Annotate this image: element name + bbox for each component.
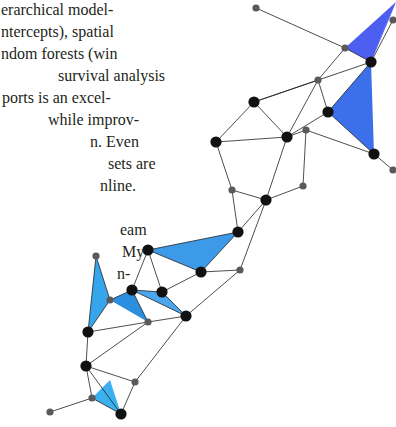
network-link bbox=[287, 80, 318, 137]
network-link bbox=[50, 398, 92, 412]
network-node-large bbox=[80, 360, 91, 371]
network-node-large bbox=[248, 96, 259, 107]
network-link bbox=[328, 112, 374, 154]
body-text-line: while improv- bbox=[48, 110, 139, 130]
network-node-small bbox=[92, 252, 99, 259]
illustration-layer bbox=[46, 4, 396, 419]
network-link bbox=[287, 112, 328, 137]
network-node-large bbox=[322, 106, 333, 117]
network-link bbox=[86, 322, 148, 366]
network-link bbox=[148, 250, 162, 292]
network-link bbox=[216, 137, 287, 142]
network-node-large bbox=[156, 286, 167, 297]
network-link bbox=[86, 366, 135, 382]
blue-facet bbox=[92, 380, 121, 414]
network-node-small bbox=[106, 296, 113, 303]
network-link bbox=[186, 270, 240, 316]
network-link bbox=[328, 62, 371, 112]
network-node-large bbox=[195, 266, 206, 277]
body-text-line: eam bbox=[120, 220, 147, 240]
network-link bbox=[256, 8, 345, 48]
network-node-large bbox=[232, 226, 243, 237]
body-text-line: sets are bbox=[108, 154, 156, 174]
network-node-small bbox=[131, 378, 138, 385]
network-link bbox=[238, 200, 266, 232]
network-link bbox=[216, 142, 232, 190]
network-link bbox=[254, 102, 287, 137]
blue-facet bbox=[148, 232, 238, 272]
blue-facet bbox=[345, 2, 396, 62]
network-node-small bbox=[389, 16, 396, 23]
body-text-line: nline. bbox=[100, 176, 136, 196]
network-link bbox=[88, 256, 96, 332]
network-link bbox=[148, 250, 201, 272]
network-link bbox=[148, 232, 238, 250]
network-link bbox=[96, 256, 110, 300]
network-node-large bbox=[368, 148, 379, 159]
network-link bbox=[232, 190, 238, 232]
network-node-small bbox=[302, 126, 309, 133]
body-text-line: ntercepts), spatial bbox=[1, 22, 114, 42]
network-link bbox=[371, 20, 393, 62]
network-node-large bbox=[126, 284, 137, 295]
body-text-line: ndom forests (win bbox=[1, 44, 117, 64]
network-node-large bbox=[82, 326, 93, 337]
network-node-large bbox=[365, 56, 376, 67]
body-text-line: erarchical model- bbox=[1, 0, 113, 20]
network-node-large bbox=[260, 194, 271, 205]
network-node-small bbox=[341, 44, 348, 51]
body-text-line: My bbox=[122, 242, 144, 262]
network-node-large bbox=[180, 310, 191, 321]
illustration-layer bbox=[88, 2, 396, 414]
network-node-large bbox=[210, 136, 221, 147]
network-link bbox=[86, 366, 121, 414]
network-node-small bbox=[144, 318, 151, 325]
network-link bbox=[88, 300, 110, 332]
illustration-layer bbox=[50, 8, 393, 414]
network-link bbox=[148, 316, 186, 322]
body-text-line: n- bbox=[117, 264, 130, 284]
network-node-large bbox=[281, 131, 292, 142]
network-node-small bbox=[314, 76, 321, 83]
network-node-large bbox=[115, 408, 126, 419]
network-node-small bbox=[228, 186, 235, 193]
network-node-small bbox=[299, 182, 306, 189]
network-link bbox=[266, 137, 287, 200]
body-text-line: survival analysis bbox=[58, 66, 165, 86]
network-node-small bbox=[46, 408, 53, 415]
blue-facet bbox=[371, 2, 396, 62]
network-node-small bbox=[88, 394, 95, 401]
network-link bbox=[88, 322, 148, 332]
network-link bbox=[135, 316, 186, 382]
network-node-small bbox=[236, 266, 243, 273]
network-link bbox=[216, 102, 254, 142]
network-node-small bbox=[389, 166, 396, 173]
network-link bbox=[162, 272, 201, 292]
network-link bbox=[303, 130, 306, 186]
network-link bbox=[266, 186, 303, 200]
body-text-line: n. Even bbox=[90, 132, 139, 152]
network-link bbox=[306, 130, 374, 154]
network-node-small bbox=[252, 4, 259, 11]
blue-facet bbox=[88, 256, 110, 332]
network-link bbox=[240, 200, 266, 270]
body-text-line: ports is an excel- bbox=[2, 88, 111, 108]
network-link bbox=[201, 270, 240, 272]
